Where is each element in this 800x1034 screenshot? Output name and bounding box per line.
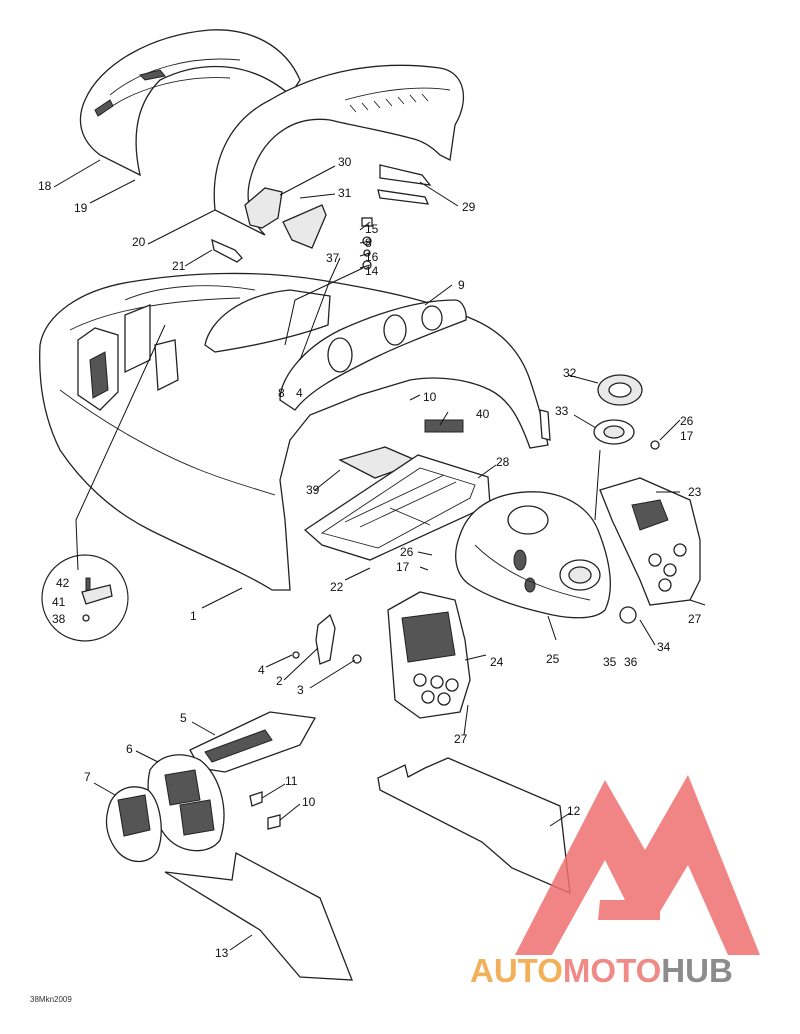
callout-39: 39 [306,483,320,497]
part-29b [377,189,430,205]
watermark-text: AUTOMOTOHUB [470,952,733,989]
ring-part-33-inner [603,425,625,439]
side-panel-part-23 [599,477,701,606]
side-panel-part-24 [387,591,471,719]
callout-21: 21 [172,259,186,273]
clip-34-35-36 [619,606,637,624]
part-31 [282,204,327,249]
callout-40: 40 [476,407,490,421]
callout-10b: 10 [302,795,316,809]
callout-24: 24 [490,655,504,669]
hood-part-20 [213,64,465,236]
callout-7: 7 [84,770,91,784]
screw-26-17 [650,440,660,450]
diagram-code: 38Mkn2009 [30,995,72,1004]
callout-25: 25 [546,652,560,666]
detail-part-38 [82,614,90,622]
grille-part-6 [147,754,225,852]
callout-27b: 27 [454,732,468,746]
callout-27: 27 [688,612,702,626]
grille-part-7 [105,786,162,863]
bracket-part-2 [315,613,336,665]
detail-part-41 [81,584,113,605]
callout-13: 13 [215,946,229,960]
callout-20: 20 [132,235,146,249]
callout-38: 38 [52,612,66,626]
part-29 [379,164,432,186]
callout-31: 31 [338,186,352,200]
part-30 [244,187,283,229]
callout-28: 28 [496,455,510,469]
callout-33: 33 [555,404,569,418]
ring-part-32-inner [608,382,632,398]
callout-3: 3 [297,683,304,697]
callout-17: 17 [680,429,694,443]
callout-6: 6 [126,742,133,756]
callout-9: 9 [458,278,465,292]
callout-35: 35 [603,655,617,669]
screw-part-11 [249,791,263,807]
detail-part-42 [85,577,91,591]
vent-part-5 [189,711,317,773]
callout-23: 23 [688,485,702,499]
screw-part-10 [267,814,281,830]
callout-19: 19 [74,201,88,215]
part-21 [211,238,243,263]
windshield-part-18-19 [79,29,301,177]
watermark-hub: HUB [661,952,733,989]
washer-part-3 [352,654,362,664]
leader-lines [53,159,706,951]
callout-15: 15 [365,222,379,236]
callout-12: 12 [567,804,581,818]
callout-34: 34 [657,640,671,654]
callout-1: 1 [190,609,197,623]
watermark-logo [515,775,760,955]
callout-17b: 17 [396,560,410,574]
console-part-25 [455,491,611,619]
callout-16: 16 [365,250,379,264]
callout-26: 26 [680,414,694,428]
callout-18: 18 [38,179,52,193]
callout-42: 42 [56,576,70,590]
callout-5: 5 [180,711,187,725]
callout-36: 36 [624,655,638,669]
callout-10: 10 [423,390,437,404]
svg-text:AUTOMOTOHUB: AUTOMOTOHUB [470,952,733,989]
callout-8: 8 [365,236,372,250]
callout-29: 29 [462,200,476,214]
callout-4: 4 [258,663,265,677]
callout-8b: 8 [278,386,285,400]
watermark-moto: MOTO [563,952,661,989]
callout-11: 11 [285,774,298,788]
callout-22: 22 [330,580,344,594]
callout-30: 30 [338,155,352,169]
callout-26b: 26 [400,545,414,559]
callout-14: 14 [365,264,379,278]
callout-labels: 1 2 3 4 4 5 6 7 8 8 9 10 10 11 12 13 14 … [38,155,702,960]
callout-41: 41 [52,595,66,609]
washer-part-4 [292,651,300,659]
watermark-triangle-inner [598,880,660,920]
callout-37: 37 [326,251,340,265]
decal-part-13 [164,851,353,981]
callout-4b: 4 [296,386,303,400]
decal-part-12 [377,757,571,895]
watermark-auto: AUTO [470,952,563,989]
watermark-triangle-outer [515,775,760,955]
callout-2: 2 [276,674,283,688]
callout-32: 32 [563,366,577,380]
main-body-part-1 [39,272,551,591]
